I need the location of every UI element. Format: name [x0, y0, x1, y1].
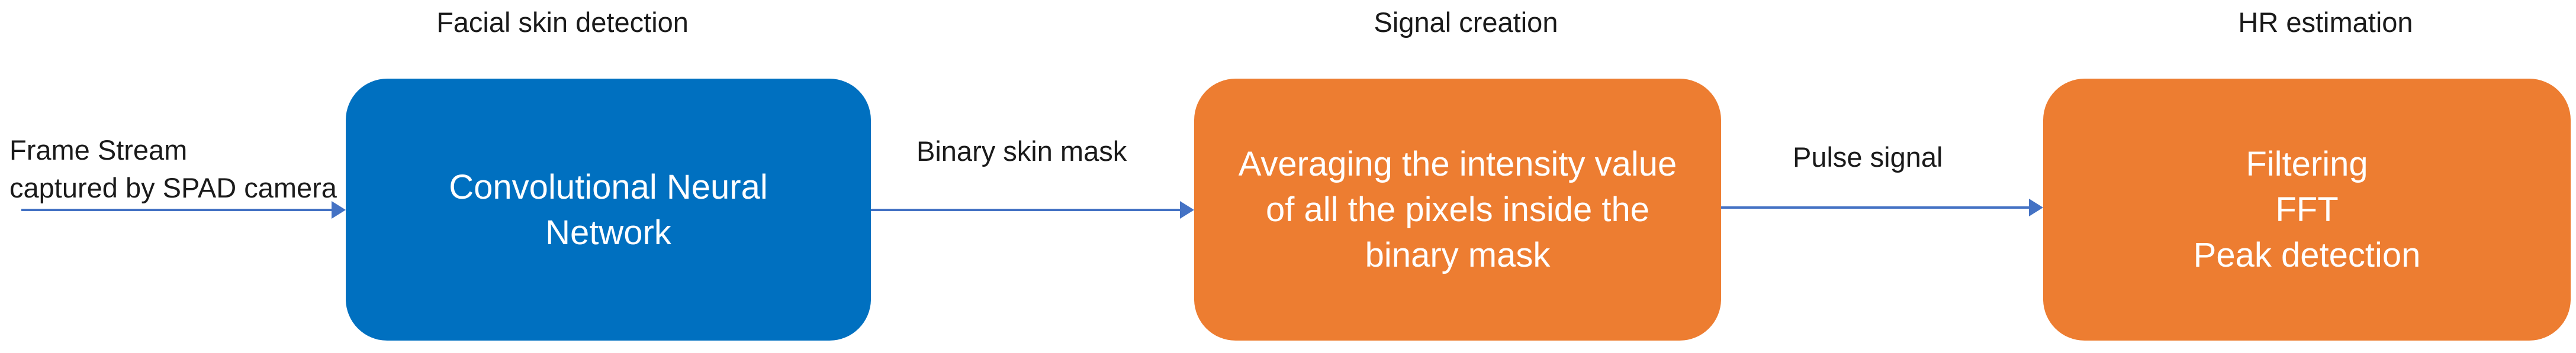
- edge-label-binary-skin-mask: Binary skin mask: [916, 135, 1127, 167]
- signal-box-line-1: Averaging the intensity value: [1238, 145, 1677, 183]
- input-label: Frame Stream captured by SPAD camera: [9, 131, 337, 207]
- input-label-line-1: Frame Stream: [9, 134, 188, 166]
- arrow-cnn-to-signal: [871, 201, 1194, 219]
- hr-box-line-3: Peak detection: [2193, 236, 2421, 274]
- hr-estimation-box: Filtering FFT Peak detection: [2043, 79, 2571, 341]
- signal-box-line-3: binary mask: [1365, 236, 1551, 274]
- signal-box-line-2: of all the pixels inside the: [1265, 190, 1650, 229]
- stage-title-hr-estimation: HR estimation: [2238, 7, 2413, 38]
- stage-title-facial-skin-detection: Facial skin detection: [436, 7, 689, 38]
- arrow-signal-to-hr: [1721, 199, 2043, 216]
- edge-label-pulse-signal: Pulse signal: [1793, 141, 1943, 173]
- signal-creation-box: Averaging the intensity value of all the…: [1194, 79, 1721, 341]
- cnn-box-line-1: Convolutional Neural: [449, 167, 768, 206]
- input-label-line-2: captured by SPAD camera: [9, 172, 337, 203]
- stage-title-signal-creation: Signal creation: [1374, 7, 1558, 38]
- hr-box-line-2: FFT: [2275, 190, 2339, 229]
- hr-box-line-1: Filtering: [2246, 145, 2368, 183]
- arrow-input-to-cnn: [21, 201, 346, 219]
- cnn-box-line-2: Network: [545, 213, 671, 252]
- cnn-box: Convolutional Neural Network: [346, 79, 871, 341]
